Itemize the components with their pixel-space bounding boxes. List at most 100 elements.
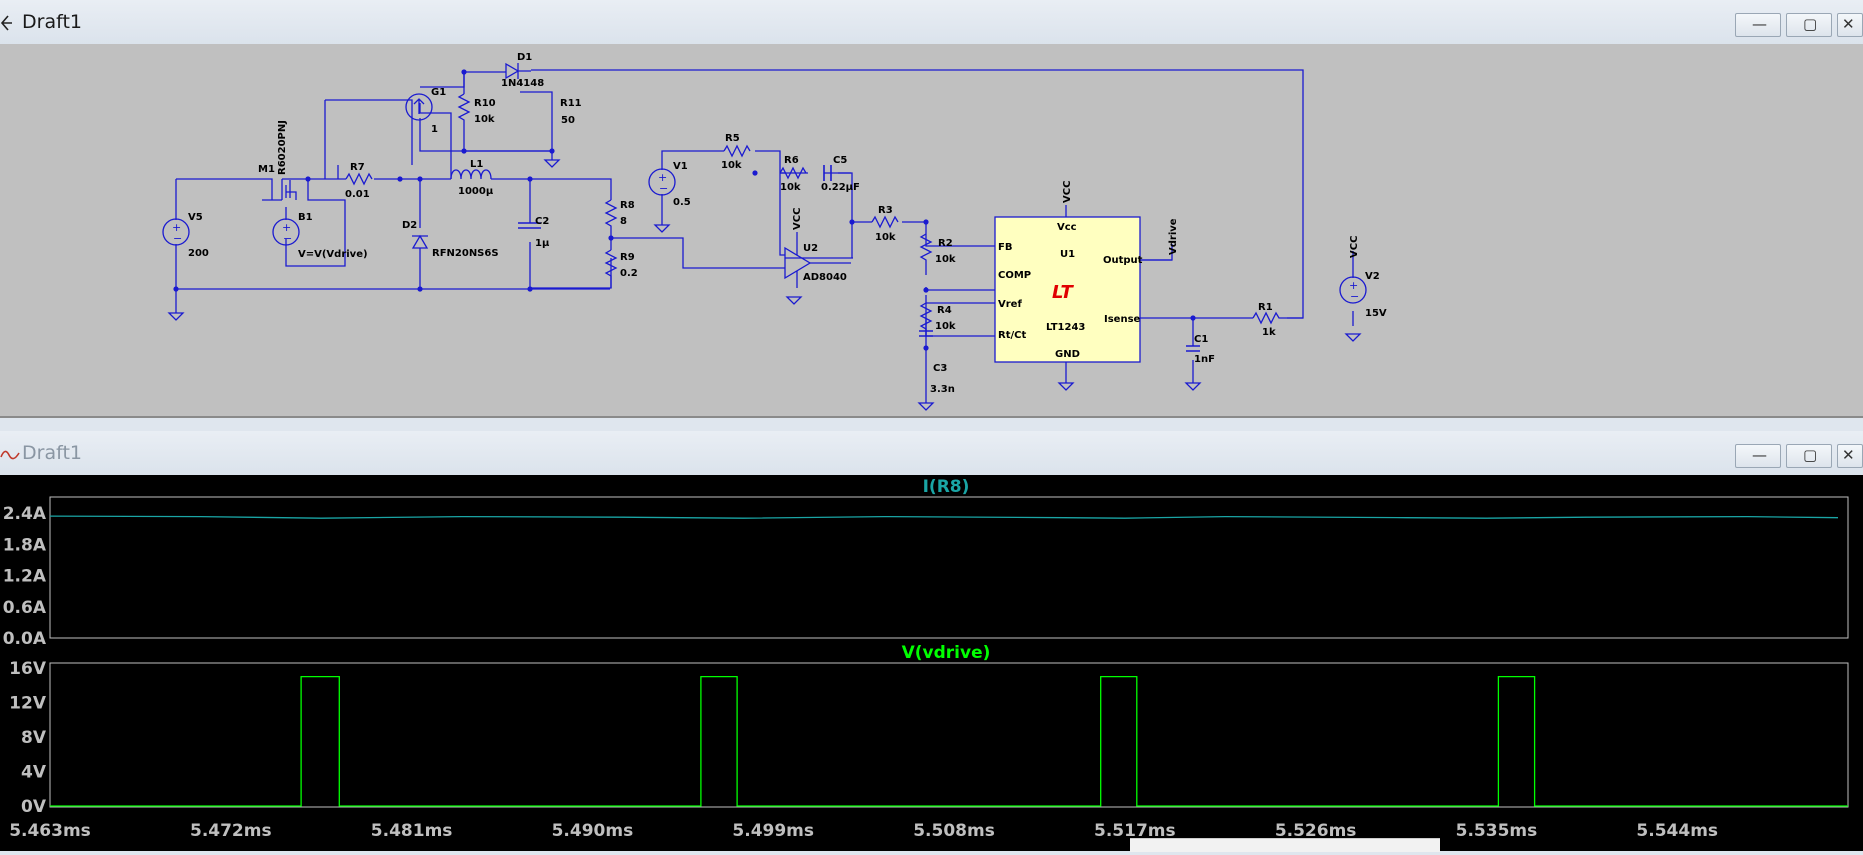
u1-pin-vref: Vref: [998, 299, 1022, 310]
opamp-u2-symbol: [784, 246, 812, 280]
r5-name: R5: [725, 133, 740, 144]
pane2-y-tick: 16V: [9, 659, 47, 679]
r5-value: 10k: [721, 160, 742, 171]
b1-value: V=V(Vdrive): [298, 249, 368, 260]
schematic-close-button[interactable]: ✕: [1837, 13, 1863, 37]
diode-symbols: [411, 62, 531, 249]
x-axis-tick: 5.490ms: [552, 821, 634, 841]
pane2-frame: [49, 662, 1849, 808]
r11-name: R11: [560, 98, 582, 109]
plot-maximize-button[interactable]: ▢: [1786, 444, 1832, 468]
r9-name: R9: [620, 252, 635, 263]
v1-name: V1: [673, 161, 688, 172]
v2-vcc-net-label: VCC: [1349, 236, 1360, 258]
r7-name: R7: [350, 162, 365, 173]
c2-name: C2: [535, 216, 549, 227]
close-icon: ✕: [1842, 15, 1855, 33]
pane2-y-tick: 0V: [21, 797, 47, 817]
r1-name: R1: [1258, 302, 1273, 313]
r3-name: R3: [878, 205, 893, 216]
maximize-icon: ▢: [1803, 15, 1818, 33]
r7-value: 0.01: [345, 189, 370, 200]
r9-value: 0.2: [620, 268, 638, 279]
u1-name: U1: [1060, 249, 1075, 260]
plot-close-button[interactable]: ✕: [1837, 444, 1863, 468]
waveform-window-icon: [0, 450, 20, 460]
c5-value: 0.22µF: [821, 182, 860, 193]
v-vdrive-trace: [50, 675, 1848, 807]
v5-name: V5: [188, 212, 203, 223]
u1-pin-comp: COMP: [998, 270, 1031, 281]
svg-text:+: +: [658, 171, 667, 184]
r2-name: R2: [938, 238, 953, 249]
schematic-minimize-button[interactable]: —: [1735, 13, 1781, 37]
schematic-title-bar[interactable]: Draft1 — ▢ ✕: [0, 0, 1863, 45]
plot-window-title: Draft1: [22, 442, 82, 464]
x-axis-tick: 5.526ms: [1275, 821, 1357, 841]
x-axis-tick: 5.508ms: [913, 821, 995, 841]
r3-value: 10k: [875, 232, 896, 243]
r4-name: R4: [937, 305, 952, 316]
pane1-y-tick: 0.0A: [3, 629, 47, 649]
d1-name: D1: [517, 52, 532, 63]
resistor-symbols: [345, 93, 1303, 336]
schematic-canvas[interactable]: +− +− +− +− V5 200 M1 R6020PNJ B1 V=V(Vd…: [0, 44, 1863, 418]
svg-text:−: −: [173, 232, 182, 245]
l1-value: 1000µ: [458, 186, 494, 197]
plot-minimize-button[interactable]: —: [1735, 444, 1781, 468]
svg-text:+: +: [172, 221, 181, 234]
pane1-y-tick: 1.2A: [3, 567, 47, 587]
c1-value: 1nF: [1194, 354, 1215, 365]
minimize-icon: —: [1752, 446, 1767, 464]
svg-text:−: −: [659, 182, 668, 195]
c5-name: C5: [833, 155, 847, 166]
x-axis-tick: 5.472ms: [190, 821, 272, 841]
current-source-arrow: [413, 98, 425, 114]
u1-pin-rtct: Rt/Ct: [998, 330, 1026, 341]
capacitor-symbols: [518, 165, 1200, 352]
u1-pin-isense: Isense: [1104, 314, 1141, 325]
schematic-maximize-button[interactable]: ▢: [1786, 13, 1832, 37]
u2-value: AD8040: [803, 272, 847, 283]
lt1243-u1-box[interactable]: [994, 216, 1141, 363]
c1-name: C1: [1194, 334, 1208, 345]
taskbar-fragment: [1130, 838, 1440, 852]
pane1-y-tick: 2.4A: [3, 504, 47, 524]
svg-text:−: −: [283, 232, 292, 245]
x-axis-tick: 5.481ms: [371, 821, 453, 841]
u1-value: LT1243: [1046, 322, 1085, 333]
v1-value: 0.5: [673, 197, 691, 208]
r4-value: 10k: [935, 321, 956, 332]
r8-value: 8: [620, 216, 627, 227]
c3-value: 3.3n: [930, 384, 955, 395]
u1-pin-gnd: GND: [1055, 349, 1080, 360]
inductor-l1-symbol: [450, 169, 492, 180]
pane2-y-tick: 8V: [21, 728, 47, 748]
r6-name: R6: [784, 155, 799, 166]
m1-value: R6020PNJ: [277, 120, 288, 175]
x-axis-tick: 5.544ms: [1636, 821, 1718, 841]
u1-pin-fb: FB: [998, 242, 1012, 253]
svg-text:+: +: [282, 221, 291, 234]
x-axis-tick: 5.535ms: [1456, 821, 1538, 841]
schematic-window-icon: [0, 15, 12, 31]
g1-name: G1: [431, 87, 446, 98]
d2-value: RFN20NS6S: [432, 248, 499, 259]
v5-value: 200: [188, 248, 209, 259]
r10-name: R10: [474, 98, 496, 109]
u2-name: U2: [803, 243, 818, 254]
c3-name: C3: [933, 363, 947, 374]
voltage-source-symbols: [162, 93, 1367, 304]
x-axis-tick: 5.463ms: [9, 821, 91, 841]
minimize-icon: —: [1752, 15, 1767, 33]
r2-value: 10k: [935, 254, 956, 265]
v2-name: V2: [1365, 271, 1380, 282]
pane2-y-tick: 4V: [21, 763, 47, 783]
plot-title-bar[interactable]: Draft1 — ▢ ✕: [0, 431, 1863, 476]
mosfet-m1-symbol: [258, 178, 297, 201]
x-axis-tick: 5.517ms: [1094, 821, 1176, 841]
m1-name: M1: [258, 164, 275, 175]
source-polarity: +− +− +− +−: [172, 171, 1359, 303]
svg-text:+: +: [1349, 279, 1358, 292]
